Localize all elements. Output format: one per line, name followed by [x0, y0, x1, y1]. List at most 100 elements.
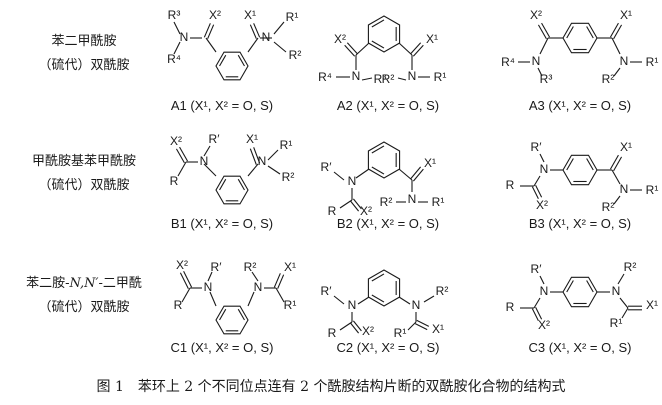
- atom-label: R′: [211, 260, 223, 274]
- double-bond-line: [410, 42, 422, 55]
- atom-label: N: [352, 69, 361, 83]
- ring-double-bond: [371, 145, 385, 154]
- bond-line: [533, 175, 541, 187]
- ring-double-bond: [566, 280, 574, 293]
- atom-label: R¹: [646, 55, 659, 69]
- bond-line: [203, 145, 211, 157]
- compound-caption-a1: A1 (X¹, X² = O, S): [171, 98, 273, 113]
- double-bond-line: [541, 22, 551, 38]
- double-bond-line: [175, 148, 185, 164]
- atom-label: R²: [289, 48, 302, 62]
- atom-label: X¹: [284, 260, 296, 274]
- atom-label: R: [506, 300, 515, 314]
- benzene-ring-a2: [367, 15, 401, 53]
- atom-label: R¹: [646, 183, 659, 197]
- bond-line: [339, 199, 353, 209]
- bond-line: [209, 291, 217, 307]
- bond-line: [273, 41, 287, 53]
- atom-label: X¹: [620, 140, 632, 154]
- atom-label: R¹: [284, 298, 297, 312]
- row-label-c-line1: 苯二胺-N,N′-二甲酰: [4, 272, 164, 296]
- bond-line: [251, 271, 259, 282]
- benzene-ring-c2: [367, 269, 401, 307]
- atom-label: X²: [538, 318, 550, 332]
- atom-label: R³: [540, 72, 553, 86]
- double-bond-line: [350, 322, 360, 334]
- benzene-ring-b1: [215, 175, 249, 205]
- compound-caption-a2: A2 (X¹, X² = O, S): [337, 98, 439, 113]
- bond-line: [355, 168, 370, 179]
- atom-label: R²: [244, 260, 257, 274]
- atom-label: R⁴: [501, 55, 515, 69]
- double-bond-line: [344, 44, 356, 57]
- bond-line: [205, 37, 217, 53]
- ring-double-bond: [371, 19, 385, 28]
- bond-line: [181, 287, 191, 303]
- atom-label: X¹: [246, 132, 258, 146]
- bond-line: [355, 42, 370, 56]
- atom-label: R′: [531, 262, 543, 276]
- atom-label: N: [204, 280, 213, 294]
- compound-caption-c2: C2 (X¹, X² = O, S): [337, 340, 440, 355]
- ring-double-bond: [237, 54, 245, 67]
- ring-double-bond: [219, 54, 227, 67]
- bond-line: [177, 161, 187, 177]
- atom-label: N: [258, 154, 267, 168]
- bond-line: [619, 297, 629, 309]
- bond-line: [333, 295, 345, 305]
- bond-line: [247, 37, 259, 53]
- atom-label: X¹: [646, 298, 658, 312]
- bond-line: [173, 21, 181, 35]
- bond-line: [397, 77, 407, 81]
- bond-line: [333, 171, 345, 181]
- double-bond-line: [253, 147, 261, 164]
- double-bond-line: [412, 168, 424, 182]
- bond-line: [611, 37, 621, 55]
- bond-line: [539, 37, 549, 55]
- atom-label: X¹: [424, 156, 436, 170]
- double-bond-line: [179, 146, 189, 162]
- ring-double-bond: [566, 158, 574, 171]
- double-bond-line: [535, 184, 543, 198]
- atom-label: R³: [168, 8, 181, 22]
- atom-label: R²: [602, 72, 615, 86]
- bond-line: [203, 163, 217, 177]
- atom-label: N: [180, 30, 189, 44]
- atom-label: N: [262, 30, 271, 44]
- bond-line: [173, 41, 181, 55]
- row-label-c: 苯二胺-N,N′-二甲酰 （硫代）双酰胺: [4, 272, 164, 320]
- row-label-c-pre: 苯二胺-: [26, 276, 70, 291]
- atom-label: X²: [176, 258, 188, 272]
- compound-caption-a3: A3 (X¹, X² = O, S): [529, 98, 631, 113]
- double-bond-line: [414, 323, 428, 331]
- ring-double-bond: [586, 26, 594, 39]
- row-label-c-post: -二甲酰: [98, 276, 142, 291]
- row-label-c-em: N,N′: [69, 276, 99, 291]
- atom-label: R′: [321, 284, 333, 298]
- ring-double-bond: [219, 178, 227, 191]
- atom-label: N: [532, 54, 541, 68]
- atom-label: N: [254, 280, 263, 294]
- double-bond-line: [350, 200, 360, 212]
- double-bond-line: [412, 44, 424, 57]
- bond-line: [267, 165, 281, 175]
- bond-line: [398, 296, 411, 305]
- atom-label: N: [540, 284, 549, 298]
- atom-label: X¹: [432, 322, 444, 336]
- benzene-ring-c1: [215, 305, 249, 335]
- ring-double-bond: [219, 308, 227, 321]
- double-bond-line: [249, 148, 257, 165]
- double-bond-line: [531, 308, 539, 322]
- atom-label: R: [170, 174, 179, 188]
- atom-label: R′: [321, 160, 333, 174]
- compound-caption-b2: B2 (X¹, X² = O, S): [337, 216, 439, 231]
- bond-line: [613, 67, 621, 77]
- atom-label: N: [408, 192, 417, 206]
- bond-line: [275, 287, 285, 303]
- bond-line: [339, 321, 353, 331]
- atom-label: X¹: [426, 32, 438, 46]
- benzene-ring-b2: [367, 141, 401, 179]
- atom-label: X²: [530, 8, 542, 22]
- double-bond-line: [531, 186, 539, 200]
